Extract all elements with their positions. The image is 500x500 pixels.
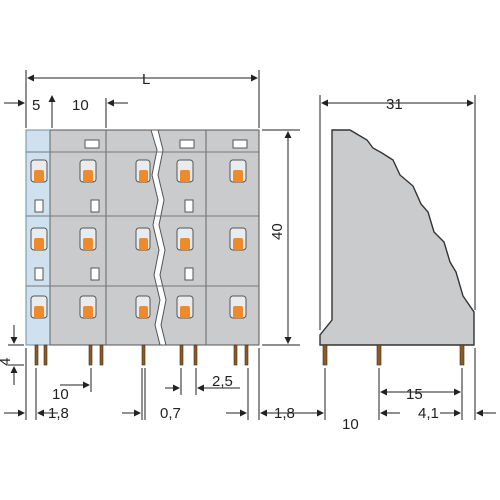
label-bottom-pitch: 10	[52, 386, 69, 403]
label-first-pitch: 5	[32, 97, 40, 114]
clamp-tier-1	[30, 159, 247, 183]
label-pin-width: 0,7	[160, 405, 181, 422]
label-height: 40	[269, 223, 286, 240]
label-depth: 31	[386, 96, 403, 113]
solder-pins	[34, 344, 249, 366]
module-separators	[49, 130, 207, 345]
side-pins	[322, 344, 465, 366]
side-view	[319, 129, 475, 366]
clamp-grid	[30, 139, 248, 319]
label-length: L	[142, 71, 150, 88]
label-pin-to-pin: 15	[406, 386, 423, 403]
label-pitch: 10	[72, 97, 89, 114]
side-dimension-lines	[300, 95, 496, 420]
tier-lines	[26, 151, 259, 287]
label-pin-length: 4	[0, 358, 14, 366]
label-offset-right: 1,8	[274, 405, 295, 422]
clamp-tier-3	[30, 295, 247, 319]
front-view	[25, 129, 260, 366]
side-housing	[319, 129, 475, 346]
clamp-tier-2	[30, 227, 247, 251]
front-dimension-lines	[4, 70, 300, 420]
label-rear-pin: 10	[342, 416, 359, 433]
label-pin-spacing: 2,5	[212, 373, 233, 390]
marking-squares	[34, 139, 248, 281]
label-front-pin: 4,1	[418, 405, 439, 422]
label-offset-left: 1,8	[48, 405, 69, 422]
break-line	[150, 129, 167, 346]
